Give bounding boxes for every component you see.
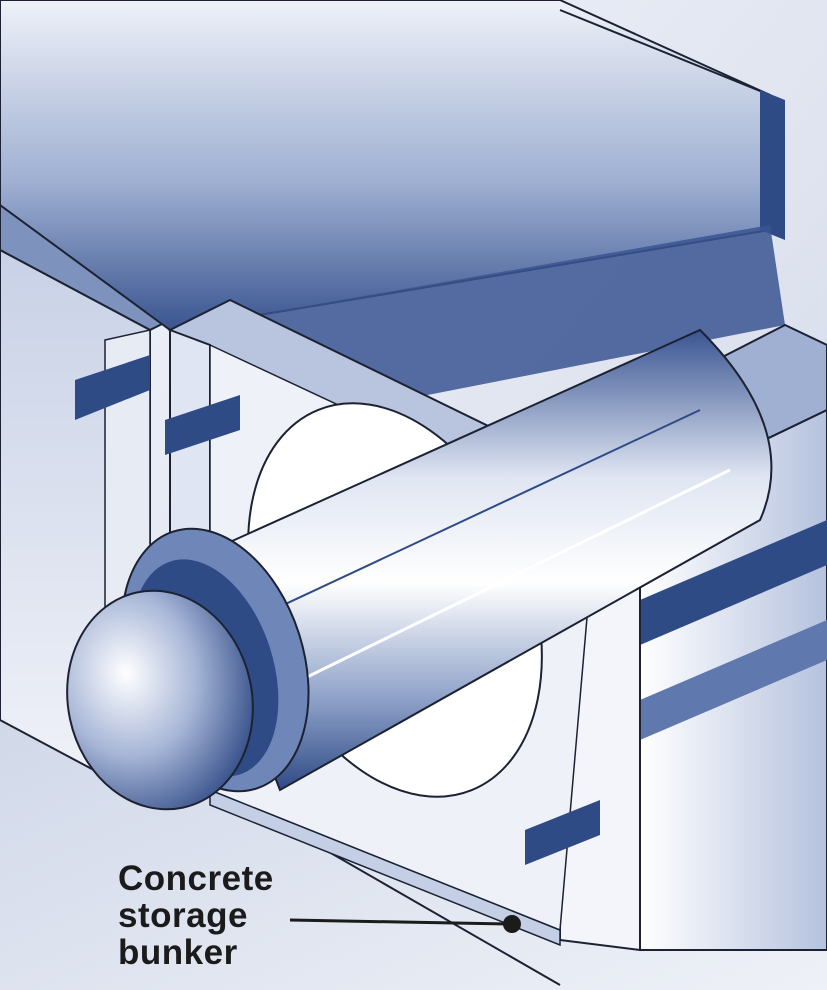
cylinder-end-cap: [66, 589, 254, 811]
cylinder-highlight: [259, 468, 731, 702]
callout-label-line-3: bunker: [118, 933, 238, 972]
rear-block-side: [760, 90, 785, 240]
bracket-left-mid: [165, 395, 240, 455]
callout-label-line-1: Concrete: [118, 859, 274, 898]
cylinder-seam: [229, 409, 701, 631]
rear-block-edge: [559, 9, 771, 96]
right-wall-band: [640, 520, 827, 645]
callout-leader-line: [289, 918, 509, 926]
bracket-right-low: [525, 800, 600, 865]
callout-label-line-2: storage: [118, 896, 248, 935]
callout-point: [503, 915, 521, 933]
bracket-left-upper: [75, 355, 150, 420]
callout-label: Concrete storage bunker: [118, 860, 274, 971]
right-wall-band-lower: [640, 620, 827, 740]
